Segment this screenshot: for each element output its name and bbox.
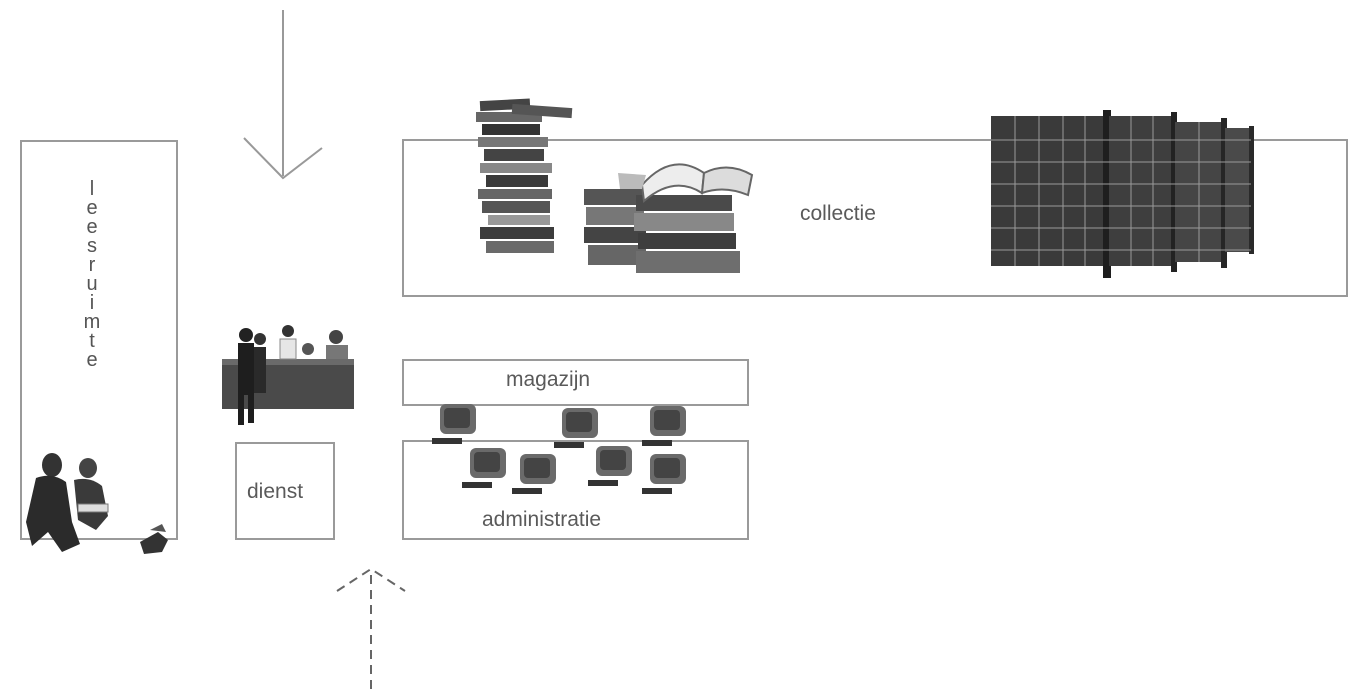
- reading-room-letter: t: [89, 330, 95, 352]
- administration-label: administratie: [482, 508, 602, 531]
- reading-room-letter: e: [86, 349, 98, 371]
- service-label: dienst: [247, 480, 304, 503]
- bookshelves-icon: [991, 110, 1254, 278]
- administration-box: [402, 440, 749, 540]
- book-stack-icon: [476, 98, 573, 253]
- service-box: [235, 442, 335, 540]
- open-books-icon: [584, 163, 754, 273]
- entrance-arrow-icon: [243, 10, 323, 180]
- reading-room-letter: l: [89, 178, 95, 200]
- reading-room-letter: i: [89, 292, 95, 314]
- reading-room-box: [20, 140, 178, 540]
- collection-label: collectie: [800, 202, 876, 225]
- service-desk-people-icon: [222, 325, 354, 425]
- reading-room-letter: m: [83, 311, 101, 333]
- reading-room-letter: r: [88, 254, 96, 276]
- computer-workstations-icon: [432, 404, 686, 494]
- storage-label: magazijn: [506, 368, 591, 391]
- reading-room-letter: e: [86, 216, 98, 238]
- service-entrance-arrow-icon: [336, 567, 406, 689]
- reading-room-letter: e: [86, 197, 98, 219]
- storage-box: [402, 359, 749, 406]
- reading-room-letter: u: [86, 273, 98, 295]
- reading-room-letter: s: [87, 235, 97, 257]
- reading-people-icon: [26, 453, 168, 554]
- collection-box: [402, 139, 1348, 297]
